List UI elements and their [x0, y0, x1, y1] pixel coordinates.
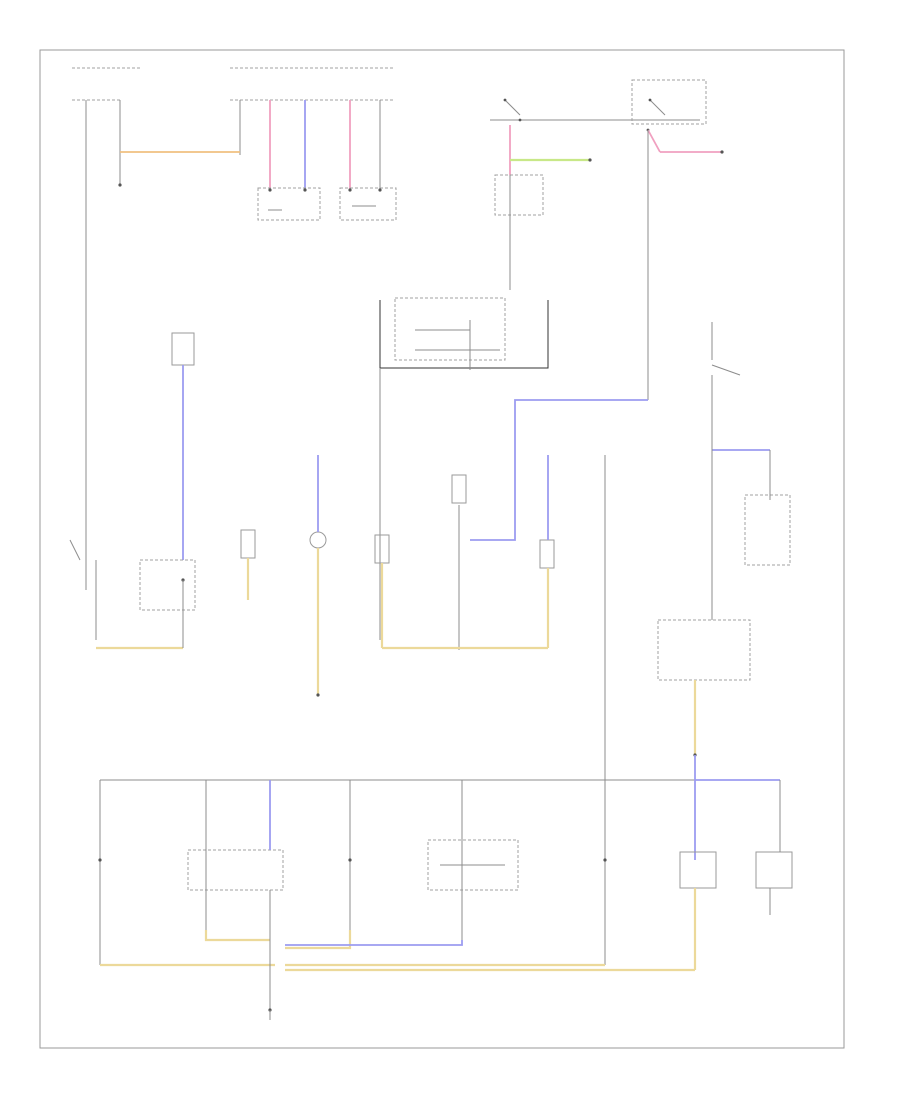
speed-sensor — [539, 455, 555, 648]
diagram-frame — [39, 49, 845, 1049]
top-left-connector — [72, 67, 395, 590]
mid-module — [187, 780, 284, 930]
lower-left-sensor — [98, 780, 102, 965]
ground-bundle — [100, 890, 695, 1012]
transmission-control-module — [257, 187, 321, 221]
backup-lamp-switch — [379, 297, 549, 640]
instrument-cluster-connector — [171, 332, 195, 560]
diode — [240, 529, 256, 600]
multi-function-switch — [427, 780, 519, 940]
range-selector-switch — [451, 474, 467, 650]
blower-motor — [309, 455, 327, 697]
blue-signal-wire — [470, 399, 648, 541]
solenoid-valve — [679, 851, 717, 970]
cruise-control-module — [657, 322, 791, 757]
transmission-relay — [339, 187, 397, 221]
right-sensor — [755, 780, 793, 915]
ignition-switch — [490, 98, 700, 122]
fuse-relay-panel — [494, 125, 724, 400]
transmission-sensor-lower — [603, 780, 607, 965]
selector-lever-switch — [374, 534, 390, 648]
lower-switch — [348, 780, 352, 930]
light-switch-lower — [69, 539, 196, 640]
